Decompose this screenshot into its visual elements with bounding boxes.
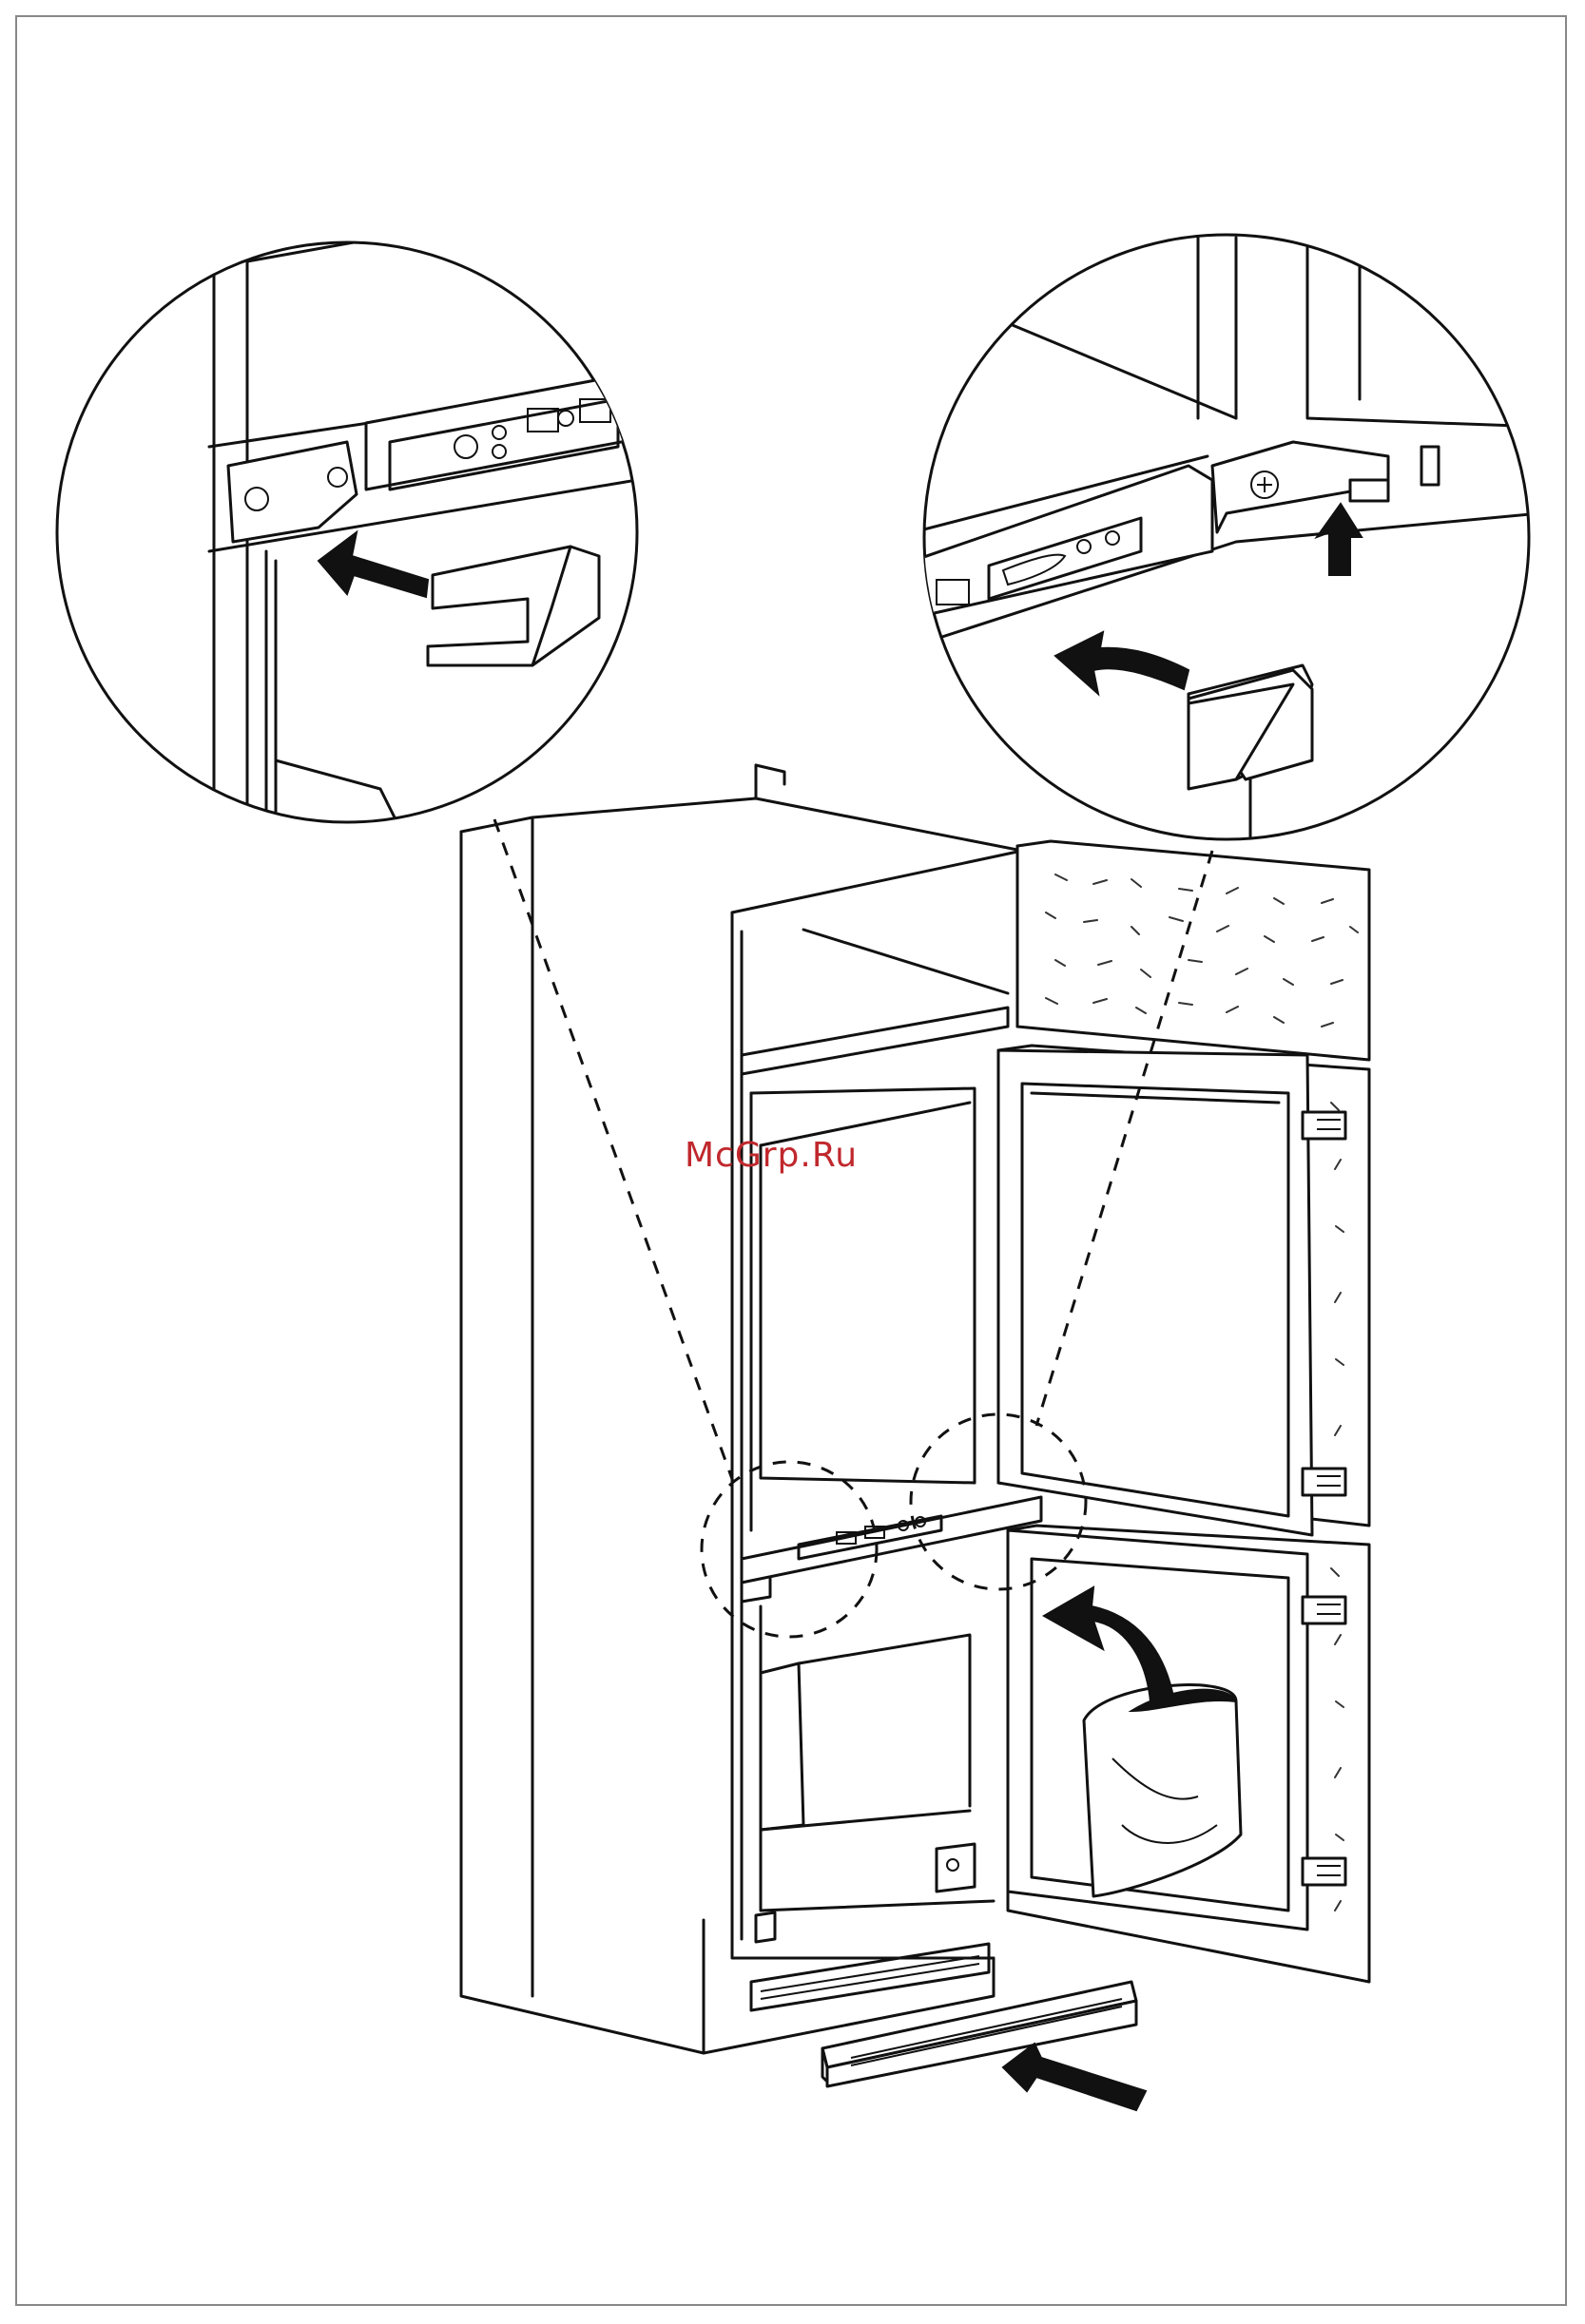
right-zoom-callout [913,235,1569,846]
freezer-decor-panel [1017,841,1369,1060]
cabinet [461,765,1041,2053]
lower-door [1008,1526,1369,1982]
upper-door [998,1046,1369,1535]
plinth-grille [822,1982,1146,2110]
left-zoom-callout [57,190,666,827]
watermark: McGrp.Ru [685,1136,932,1175]
